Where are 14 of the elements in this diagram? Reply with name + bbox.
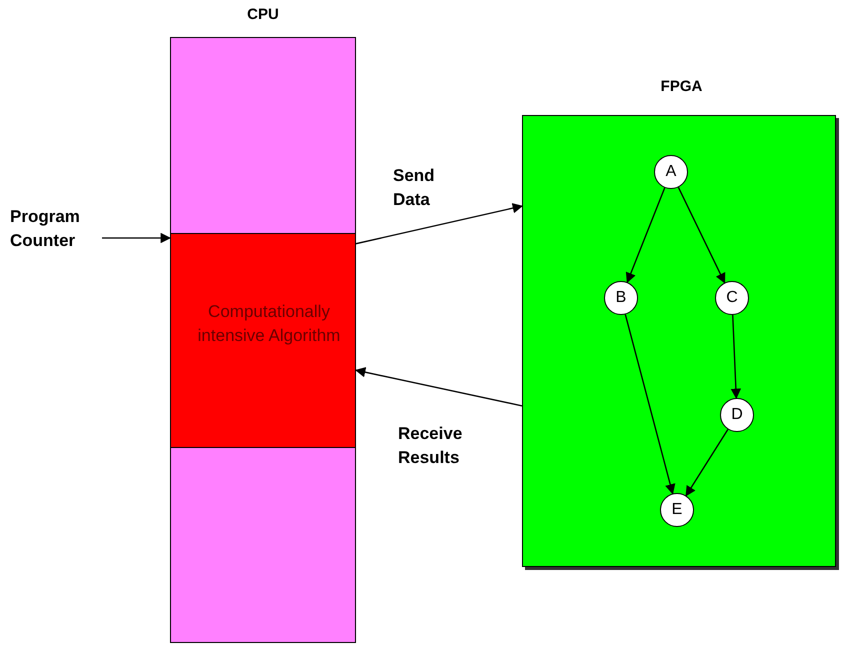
arrow	[356, 203, 524, 244]
arrow	[102, 232, 172, 244]
arrow	[686, 429, 728, 496]
arrow	[730, 314, 742, 400]
pointer-label: Program Counter	[10, 205, 102, 255]
arrow	[626, 188, 666, 284]
arrow	[354, 367, 522, 406]
memory-segment: Computationally intensive Algorithm	[170, 233, 356, 448]
block-heading: FPGA	[660, 78, 704, 95]
block-heading: CPU	[246, 6, 280, 23]
memory-segment	[170, 37, 356, 234]
arrow	[624, 314, 676, 495]
memory-segment	[170, 447, 356, 643]
arrow	[678, 187, 726, 284]
